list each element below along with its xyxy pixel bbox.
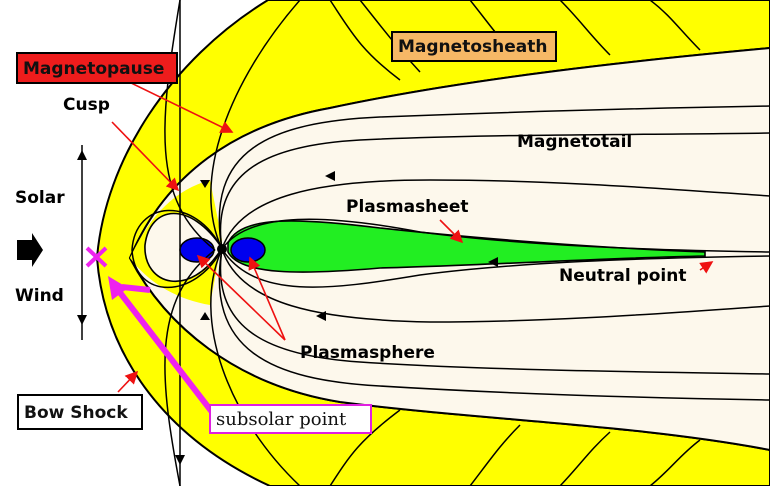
subsolar-point-label: subsolar point bbox=[209, 404, 372, 434]
plasmasheet-label: Plasmasheet bbox=[346, 199, 468, 216]
cusp-label: Cusp bbox=[63, 97, 110, 114]
plasmasphere-left-lobe bbox=[180, 238, 214, 262]
plasmasphere-right-lobe bbox=[231, 238, 265, 262]
solar-wind-arrow bbox=[17, 233, 43, 267]
solar-label: Solar bbox=[15, 190, 65, 207]
magnetopause-label: Magnetopause bbox=[16, 52, 178, 84]
field-arrowhead bbox=[77, 150, 87, 160]
bow-shock-pointer bbox=[118, 372, 137, 392]
magnetotail-label: Magnetotail bbox=[517, 134, 632, 151]
field-arrowhead bbox=[77, 315, 87, 325]
plasmasphere-label: Plasmasphere bbox=[300, 345, 435, 362]
magnetosheath-label: Magnetosheath bbox=[391, 31, 557, 62]
subsolar-arrow-tick bbox=[122, 287, 150, 290]
bow-shock-label: Bow Shock bbox=[17, 394, 143, 430]
neutral-point-label: Neutral point bbox=[559, 268, 687, 285]
wind-label: Wind bbox=[15, 288, 64, 305]
